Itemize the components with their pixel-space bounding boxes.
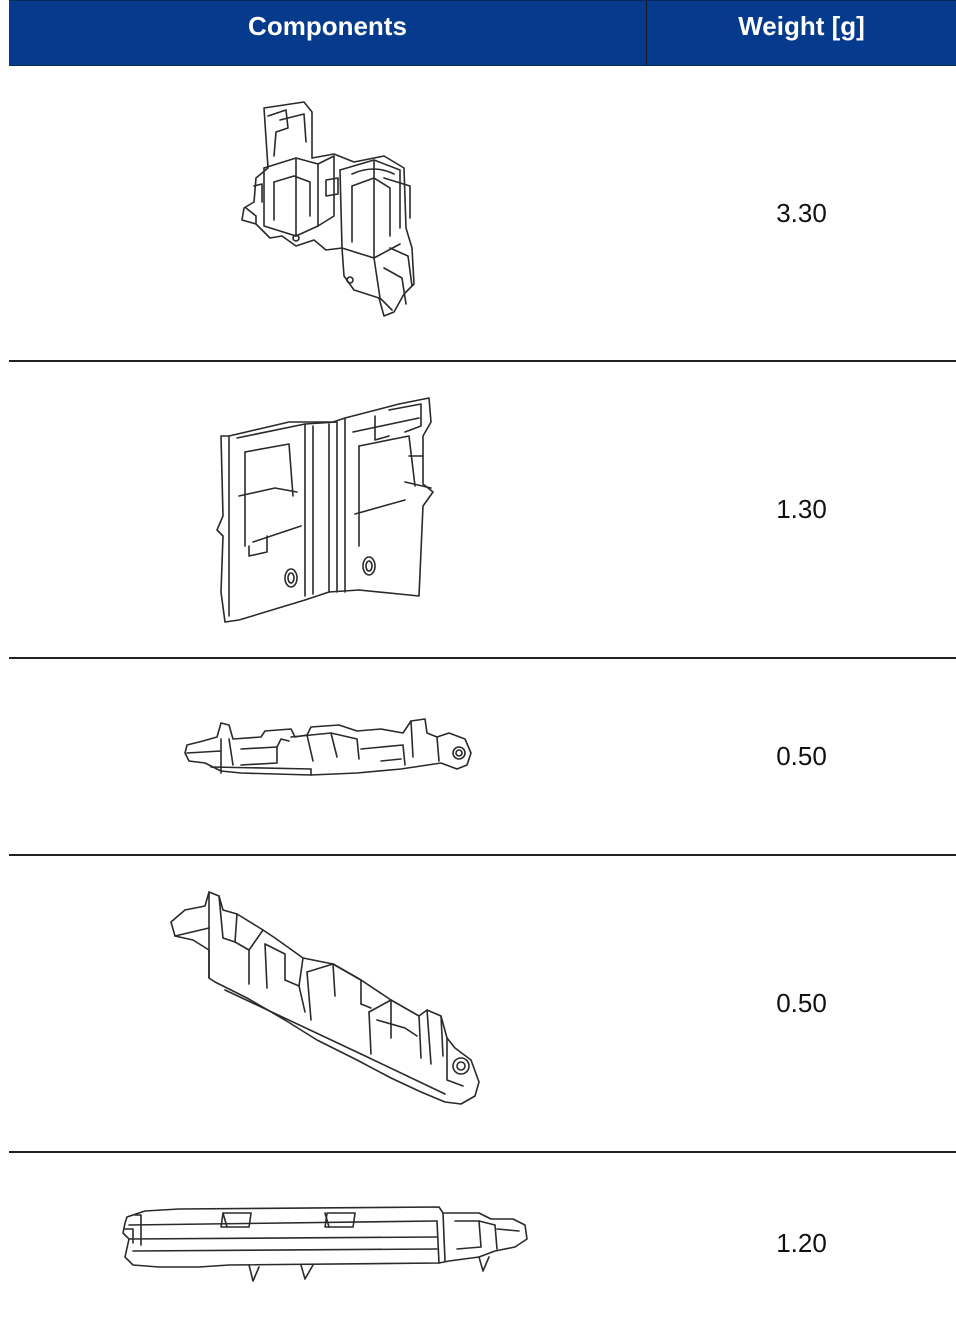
table-header: Components Weight [g] — [9, 0, 956, 66]
weight-cell: 0.50 — [776, 988, 827, 1018]
component-cell — [9, 1153, 647, 1333]
angled-rail-slider-part-icon — [170, 891, 480, 1105]
table-row: 1.30 — [9, 362, 956, 659]
weight-cell: 1.20 — [776, 1227, 827, 1258]
table-row: 0.50 — [9, 659, 956, 856]
component-cell — [9, 66, 647, 360]
header-weight: Weight [g] — [738, 11, 865, 41]
flat-double-holder-plate-part-icon — [216, 397, 434, 623]
double-bracket-clip-part-icon — [241, 101, 415, 317]
table-row: 0.50 — [9, 856, 956, 1153]
weight-cell: 1.30 — [776, 494, 827, 524]
long-rail-with-windows-part-icon — [122, 1206, 528, 1282]
component-cell — [9, 362, 647, 657]
components-weight-table: Components Weight [g] — [9, 0, 956, 1333]
header-components: Components — [9, 1, 647, 65]
table-row: 3.30 — [9, 66, 956, 362]
weight-cell: 3.30 — [776, 197, 827, 228]
small-rail-slider-part-icon — [184, 718, 472, 776]
weight-cell: 0.50 — [776, 741, 827, 771]
component-cell — [9, 856, 647, 1151]
component-cell — [9, 659, 647, 854]
table-row: 1.20 — [9, 1153, 956, 1333]
